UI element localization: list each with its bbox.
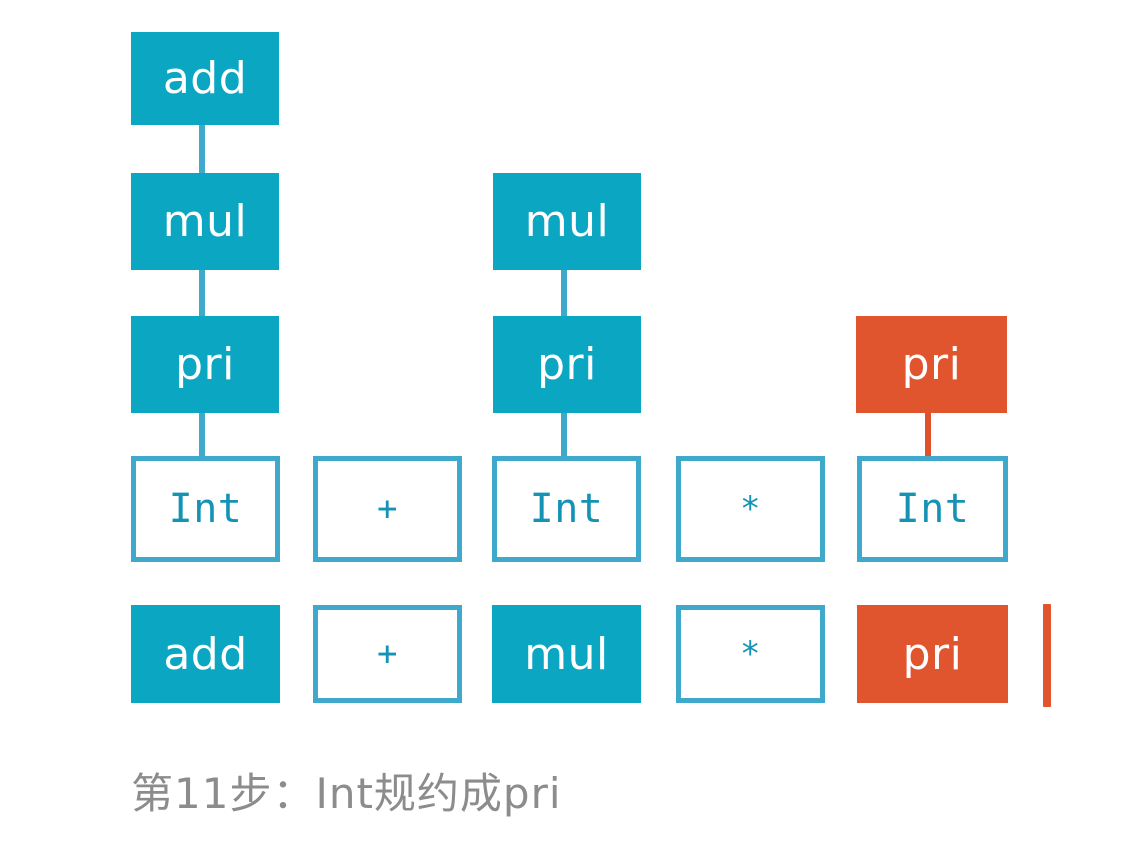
node-n-mul-l[interactable]: mul	[131, 173, 279, 270]
node-label: +	[377, 489, 398, 529]
node-label: pri	[901, 339, 962, 390]
node-t-int-2[interactable]: Int	[492, 456, 641, 562]
node-s-pri[interactable]: pri	[857, 605, 1008, 703]
node-label: *	[740, 634, 761, 674]
node-n-pri-l[interactable]: pri	[131, 316, 279, 413]
node-t-int-3[interactable]: Int	[857, 456, 1008, 562]
node-t-plus[interactable]: +	[313, 456, 462, 562]
node-n-pri-m[interactable]: pri	[493, 316, 641, 413]
node-label: pri	[537, 339, 597, 390]
node-s-mul[interactable]: mul	[492, 605, 641, 703]
node-label: *	[740, 489, 761, 529]
connector-n-add-to-n-mul-l	[199, 120, 205, 178]
node-t-int-1[interactable]: Int	[131, 456, 280, 562]
node-label: pri	[175, 339, 235, 390]
step-caption: 第11步：Int规约成pri	[131, 769, 562, 818]
node-label: Int	[168, 486, 243, 532]
node-label: mul	[524, 196, 610, 247]
node-s-star[interactable]: *	[676, 605, 825, 703]
node-label: Int	[529, 486, 604, 532]
node-label: mul	[524, 628, 609, 680]
input-cursor-bar	[1043, 604, 1051, 707]
node-n-add[interactable]: add	[131, 32, 279, 125]
node-label: +	[377, 634, 398, 674]
node-n-mul-m[interactable]: mul	[493, 173, 641, 270]
node-s-plus[interactable]: +	[313, 605, 462, 703]
node-label: mul	[162, 196, 248, 247]
node-label: add	[163, 628, 248, 680]
node-n-pri-r[interactable]: pri	[856, 316, 1007, 413]
node-label: pri	[902, 628, 963, 680]
node-s-add[interactable]: add	[131, 605, 280, 703]
connector-n-pri-r-to-t-int-3	[925, 408, 931, 461]
node-label: add	[162, 53, 248, 104]
node-label: Int	[895, 486, 970, 532]
node-t-star[interactable]: *	[676, 456, 825, 562]
